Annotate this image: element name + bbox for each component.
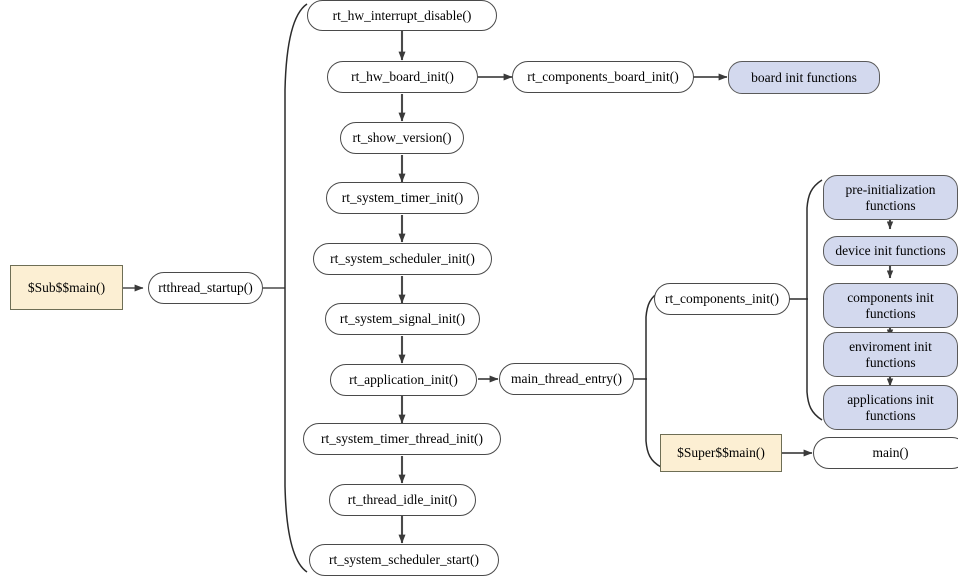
- node-super-main[interactable]: $Super$$main(): [660, 434, 782, 472]
- node-applications-init-functions[interactable]: applications init functions: [823, 385, 958, 430]
- node-main[interactable]: main(): [813, 437, 958, 469]
- node-components-init-functions[interactable]: components init functions: [823, 283, 958, 328]
- node-rt-system-timer-init[interactable]: rt_system_timer_init(): [326, 182, 479, 214]
- node-rt-hw-interrupt-disable[interactable]: rt_hw_interrupt_disable(): [307, 0, 497, 31]
- brace-components-init-branch: [806, 179, 823, 421]
- node-rt-components-board-init[interactable]: rt_components_board_init(): [512, 61, 694, 93]
- node-rt-system-signal-init[interactable]: rt_system_signal_init(): [325, 303, 480, 335]
- node-rt-hw-board-init[interactable]: rt_hw_board_init(): [327, 61, 478, 93]
- node-main-thread-entry[interactable]: main_thread_entry(): [499, 363, 634, 395]
- node-rt-show-version[interactable]: rt_show_version(): [340, 122, 464, 154]
- node-sub-main[interactable]: $Sub$$main(): [10, 265, 123, 310]
- node-rt-system-timer-thread-init[interactable]: rt_system_timer_thread_init(): [303, 423, 501, 455]
- node-device-init-functions[interactable]: device init functions: [823, 236, 958, 266]
- node-rt-application-init[interactable]: rt_application_init(): [330, 364, 477, 396]
- brace-mainthreadentry-branch: [645, 290, 662, 468]
- node-rt-system-scheduler-start[interactable]: rt_system_scheduler_start(): [309, 544, 499, 576]
- node-rt-components-init[interactable]: rt_components_init(): [654, 283, 790, 315]
- node-board-init-functions[interactable]: board init functions: [728, 61, 880, 94]
- node-rt-system-scheduler-init[interactable]: rt_system_scheduler_init(): [313, 243, 492, 275]
- node-rt-thread-idle-init[interactable]: rt_thread_idle_init(): [329, 484, 476, 516]
- node-enviroment-init-functions[interactable]: enviroment init functions: [823, 332, 958, 377]
- brace-startup-column: [284, 3, 308, 573]
- node-rtthread-startup[interactable]: rtthread_startup(): [148, 272, 263, 304]
- node-pre-initialization-functions[interactable]: pre-initialization functions: [823, 175, 958, 220]
